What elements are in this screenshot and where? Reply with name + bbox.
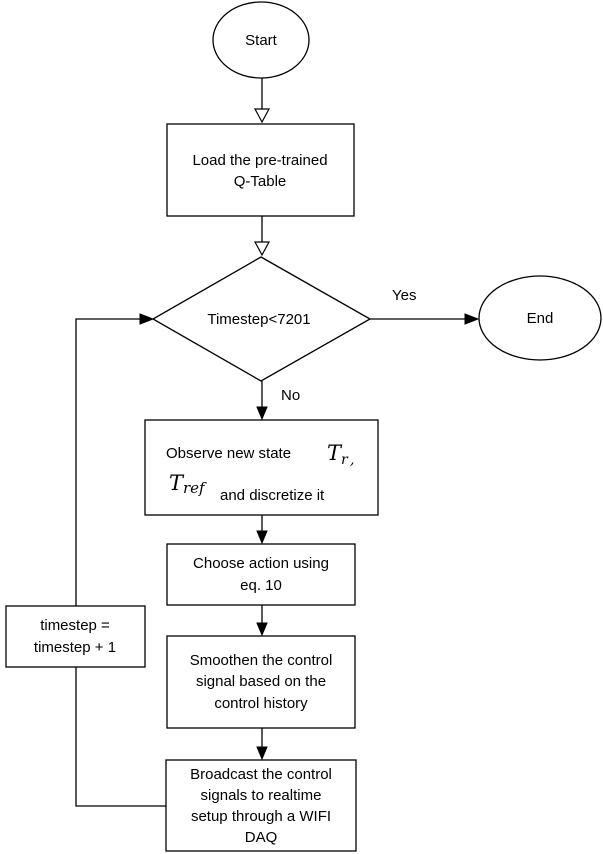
load-label-line-1: Load the pre-trained [192,152,327,169]
open-arrowhead-icon [253,241,271,257]
arrowhead-icon [464,313,480,325]
observe-comma: , [350,452,354,468]
broadcast-label-line-4: DAQ [245,829,278,846]
open-arrowhead-icon [253,108,271,124]
observe-subscript-ref: ref [183,479,207,497]
end-node: End [478,275,602,361]
observe-state-node: Observe new state T r , T ref and discre… [144,419,379,516]
start-label: Start [245,32,278,49]
decision-label: Timestep<7201 [207,311,310,328]
observe-symbol-t: T [327,441,343,465]
timestep-label-line-2: timestep + 1 [34,639,116,656]
edge-decision-no-to-observe [256,381,268,421]
observe-label-line-2: and discretize it [220,487,325,504]
edge-label-no: No [281,387,300,404]
observe-label-line-1: Observe new state [166,445,291,462]
edge-smoothen-to-broadcast [256,728,268,761]
edge-observe-to-choose [256,515,268,545]
choose-label-line-1: Choose action using [193,555,329,572]
timestep-label-line-1: timestep = [40,617,110,634]
broadcast-signal-node: Broadcast the control signals to realtim… [165,759,357,852]
choose-action-node: Choose action using eq. 10 [166,543,356,606]
arrowhead-icon [256,406,268,421]
smoothen-label-line-1: Smoothen the control [190,652,333,669]
edge-choose-to-smoothen [256,605,268,637]
arrowhead-icon [139,313,155,325]
observe-subscript-r: r [341,452,349,468]
edge-label-yes: Yes [392,287,416,304]
load-qtable-node: Load the pre-trained Q-Table [166,123,355,217]
timestep-decision-node: Timestep<7201 [151,256,372,382]
arrowhead-icon [256,530,268,545]
edge-start-to-load [253,78,271,124]
smoothen-label-line-3: control history [214,695,308,712]
load-label-line-2: Q-Table [234,173,287,190]
choose-label-line-2: eq. 10 [240,577,282,594]
end-label: End [527,310,554,327]
start-node: Start [212,1,310,79]
observe-symbol-t-ref: T [169,471,185,495]
edge-load-to-decision [253,216,271,257]
edge-broadcast-loop-to-decision [75,313,166,807]
smoothen-label-line-2: signal based on the [196,673,326,690]
broadcast-label-line-2: signals to realtime [201,787,322,804]
edge-decision-yes-to-end [370,313,480,325]
smoothen-signal-node: Smoothen the control signal based on the… [166,635,356,729]
broadcast-label-line-3: setup through a WIFI [191,808,331,825]
timestep-increment-node: timestep = timestep + 1 [5,605,146,668]
arrowhead-icon [256,622,268,637]
broadcast-label-line-1: Broadcast the control [190,766,332,783]
arrowhead-icon [256,746,268,761]
